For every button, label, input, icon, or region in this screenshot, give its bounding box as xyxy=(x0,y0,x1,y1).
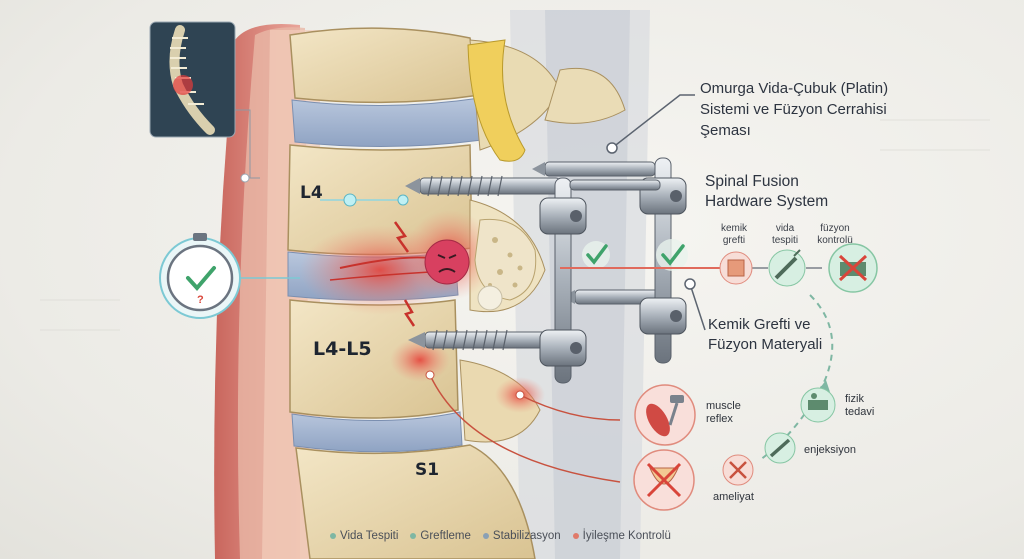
disc-lower xyxy=(291,411,463,453)
screw-head xyxy=(539,329,587,367)
screw-head xyxy=(639,297,687,335)
screw-right-upper xyxy=(532,161,656,177)
bladder-icon xyxy=(633,449,695,511)
syringe-icon xyxy=(768,249,806,287)
surgery-icon xyxy=(722,454,754,486)
enjeksiyon-label: enjeksiyon xyxy=(804,444,856,456)
legend-label: İyileşme Kontrolü xyxy=(582,530,671,542)
muscle-reflex-icon xyxy=(634,384,696,446)
stopwatch-icon: ? xyxy=(159,233,241,319)
legend-label: Greftleme xyxy=(420,530,471,542)
flow-label-kemik-grefti: kemik grefti xyxy=(720,223,748,246)
ameliyat-label: ameliyat xyxy=(713,491,754,503)
svg-text:?: ? xyxy=(197,294,204,306)
legend-item: Stabilizasyon xyxy=(482,530,561,542)
spine-thumbnail xyxy=(149,21,236,138)
sacrum-s1 xyxy=(295,444,536,559)
background-grid xyxy=(40,119,990,331)
herniation-icon xyxy=(424,239,470,285)
fizik-tedavi-label: fizik tedavi xyxy=(845,393,875,418)
fusion-check-icon xyxy=(828,243,878,293)
vertebra-l4-l5-label: L4-L5 xyxy=(313,338,372,360)
check-icon xyxy=(582,241,610,269)
legend-item: İyileşme Kontrolü xyxy=(572,530,671,542)
legend-item: Vida Tespiti xyxy=(330,530,398,542)
graft-icon xyxy=(719,251,753,285)
vertebra-upper xyxy=(289,27,481,104)
vertebra-l4-label: L4 xyxy=(300,183,323,203)
bone-graft xyxy=(474,218,537,301)
therapy-icon xyxy=(800,387,836,423)
disc-upper xyxy=(291,97,483,148)
screw-lower xyxy=(408,329,556,351)
vertebra-s1-label: S1 xyxy=(415,460,440,480)
injection-icon xyxy=(764,432,796,464)
check-icon xyxy=(656,239,688,271)
diagram-subtitle: Spinal Fusion Hardware System xyxy=(705,173,829,210)
graft-label: Kemik Grefti ve Füzyon Materyali xyxy=(708,316,823,353)
legend-label: Stabilizasyon xyxy=(492,530,561,542)
legend-label: Vida Tespiti xyxy=(340,530,399,542)
flow-label-fuzyon-kontrolu: füzyon kontrolü xyxy=(817,223,853,246)
screw-upper xyxy=(405,175,561,197)
diagram-title: Omurga Vida-Çubuk (Platin) Sistemi ve Fü… xyxy=(700,80,889,139)
flow-label-vida-tespiti: vida tespiti xyxy=(771,223,799,246)
legend: Vida Tespiti Greftleme Stabilizasyon İyi… xyxy=(330,530,671,542)
muscle-reflex-label: muscle reflex xyxy=(706,400,741,425)
legend-item: Greftleme xyxy=(410,530,471,542)
screw-head xyxy=(539,197,587,235)
